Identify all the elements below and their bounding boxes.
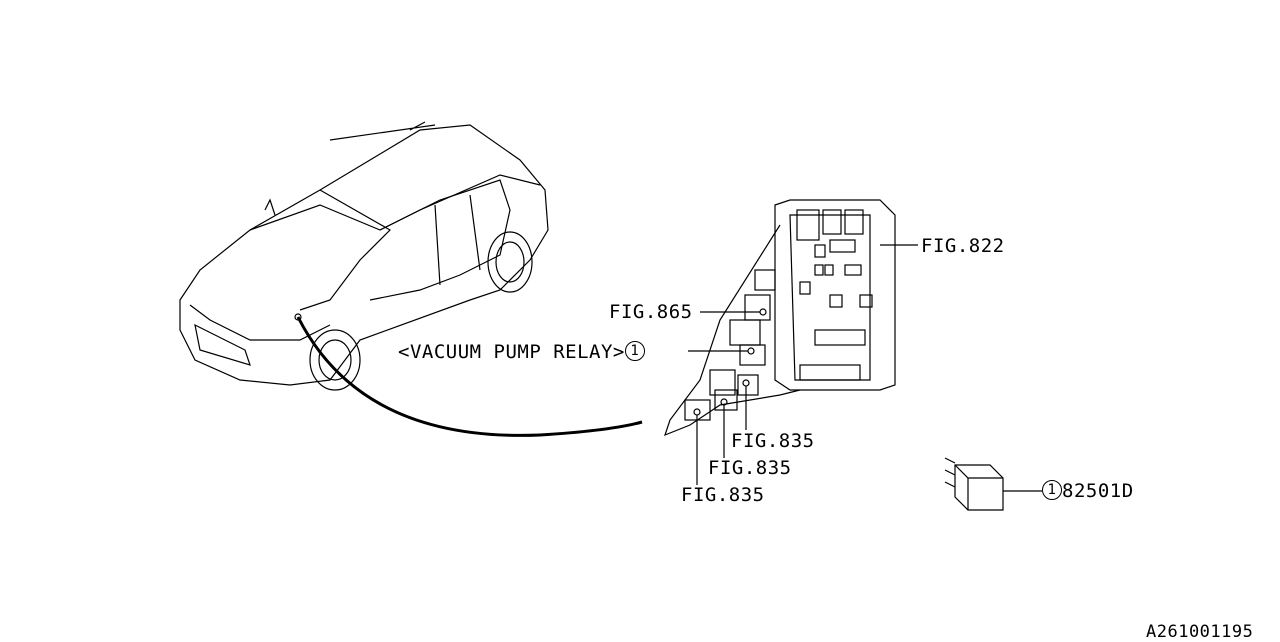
vacuum-pump-relay-label: <VACUUM PUMP RELAY>: [398, 341, 625, 363]
fig-865-label[interactable]: FIG.865: [609, 301, 693, 323]
fig-835-label-bottom[interactable]: FIG.835: [681, 484, 765, 506]
leader-curve: [296, 316, 643, 437]
part-number[interactable]: 82501D: [1062, 480, 1134, 502]
vehicle-illustration: [179, 121, 549, 391]
vacuum-pump-relay-callout: <VACUUM PUMP RELAY>1: [398, 341, 645, 363]
leader-lines: [688, 244, 1042, 492]
fuse-box-illustration: [664, 199, 896, 437]
diagram-id: A261001195: [1146, 622, 1254, 642]
fig-835-label-middle[interactable]: FIG.835: [708, 457, 792, 479]
callout-circle-1: 1: [624, 341, 645, 361]
relay-illustration: [944, 457, 1004, 511]
fig-835-label-top[interactable]: FIG.835: [731, 430, 815, 452]
fig-822-label[interactable]: FIG.822: [921, 235, 1005, 257]
callout-circle-1-part: 1: [1042, 480, 1062, 500]
